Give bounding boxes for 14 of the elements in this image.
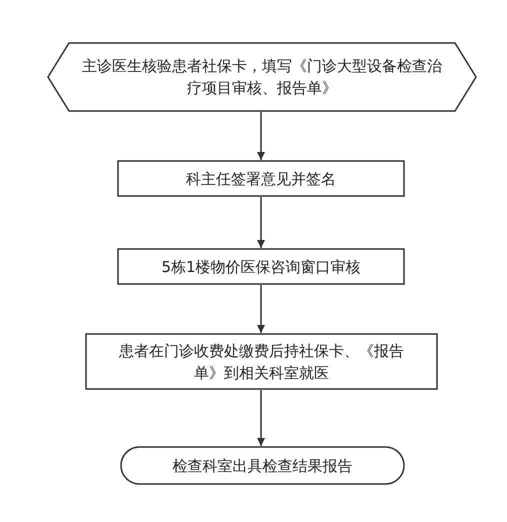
arrow — [257, 112, 265, 160]
arrow — [257, 390, 265, 446]
arrow — [257, 285, 265, 333]
process-box — [85, 333, 438, 390]
step-text: 检查科室出具检查结果报告 — [172, 456, 352, 476]
arrow — [257, 197, 265, 248]
process-box — [117, 160, 405, 197]
step-text: 主诊医生核验患者社保卡，填写《门诊大型设备检查治疗项目审核、报告单》 — [81, 56, 443, 99]
step-text: 科主任签署意见并签名 — [186, 168, 336, 190]
step-text: 患者在门诊收费处缴费后持社保卡、《报告单》到相关科室就医 — [118, 340, 405, 384]
start-hexagon — [47, 42, 477, 112]
process-box — [117, 248, 405, 285]
end-terminal — [120, 446, 405, 485]
step-text: 5栋1楼物价医保咨询窗口审核 — [161, 256, 361, 278]
